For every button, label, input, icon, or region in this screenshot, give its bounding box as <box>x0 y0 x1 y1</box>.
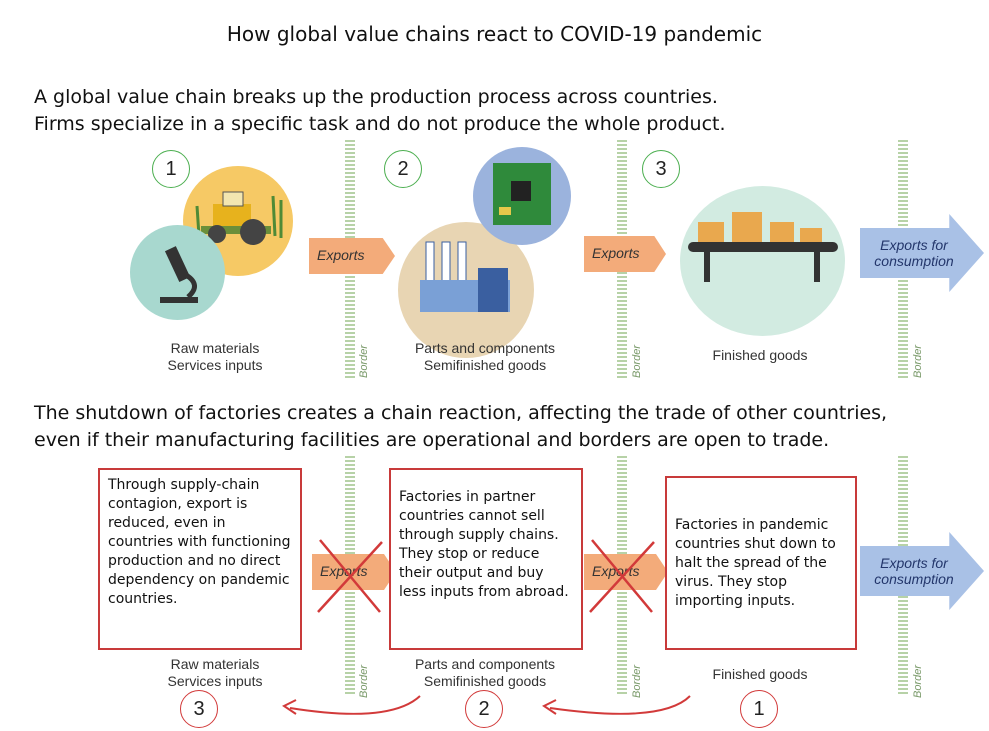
step-number-1: 1 <box>152 150 190 188</box>
services-inputs-text-bottom: Services inputs <box>167 673 263 689</box>
border-label-6: Border <box>912 664 924 698</box>
conveyor-icon <box>688 212 838 282</box>
parts-components-label-bottom: Parts and components Semifinished goods <box>390 656 580 690</box>
border-label-3: Border <box>912 344 924 378</box>
partner-countries-text-box: Factories in partner countries cannot se… <box>389 468 583 650</box>
exports-arrow-1-label: Exports <box>317 247 365 263</box>
parts-text-bottom: Parts and components <box>414 656 556 672</box>
raw-materials-label: Raw materials Services inputs <box>130 340 300 374</box>
chain-reaction-arrows <box>282 695 691 715</box>
parts-components-label: Parts and components Semifinished goods <box>390 340 580 374</box>
page-title: How global value chains react to COVID-1… <box>226 22 763 46</box>
exports-for-text-bottom: Exports for <box>880 555 948 571</box>
pandemic-countries-text-box: Factories in pandemic countries shut dow… <box>665 476 857 650</box>
shutdown-line-1: The shutdown of factories creates a chai… <box>34 402 888 424</box>
circuit-board-icon <box>493 163 551 225</box>
exports-consumption-arrow-top: Exports for consumption <box>860 214 984 292</box>
step-number-3: 3 <box>642 150 680 188</box>
exports-arrow-1: Exports <box>309 238 395 274</box>
exports-arrow-3: Exports <box>312 554 396 590</box>
raw-materials-label-bottom: Raw materials Services inputs <box>130 656 300 690</box>
microscope-illustration <box>130 225 225 320</box>
exports-consumption-bottom-label: Exports for consumption <box>870 555 958 587</box>
semifinished-text: Semifinished goods <box>423 357 547 373</box>
shutdown-line-2: even if their manufacturing facilities a… <box>34 429 830 451</box>
exports-arrow-3-label: Exports <box>320 563 368 579</box>
exports-consumption-top-label: Exports for consumption <box>870 237 958 269</box>
exports-arrow-4: Exports <box>584 554 668 590</box>
exports-for-text: Exports for <box>880 237 948 253</box>
conveyor-illustration <box>680 186 845 336</box>
exports-consumption-arrow-bottom: Exports for consumption <box>860 532 984 610</box>
microscope-icon <box>160 246 198 303</box>
finished-goods-label-bottom: Finished goods <box>712 666 808 682</box>
chain-step-number-2: 2 <box>465 690 503 728</box>
blocked-cross-1 <box>317 539 383 613</box>
intro-line-1: A global value chain breaks up the produ… <box>34 86 718 108</box>
blocked-cross-2 <box>589 539 655 613</box>
border-label-1: Border <box>358 344 370 378</box>
finished-goods-label: Finished goods <box>712 347 808 363</box>
exports-arrow-2: Exports <box>584 236 666 272</box>
raw-materials-text: Raw materials <box>170 340 260 356</box>
chain-step-number-3: 3 <box>180 690 218 728</box>
factory-icon <box>420 241 510 312</box>
consumption-text: consumption <box>874 253 954 269</box>
circuit-board-illustration <box>473 147 571 245</box>
parts-text: Parts and components <box>414 340 556 356</box>
factory-illustration <box>398 222 534 358</box>
exports-arrow-4-label: Exports <box>592 563 640 579</box>
consumption-text-bottom: consumption <box>874 571 954 587</box>
exports-arrow-2-label: Exports <box>592 245 640 261</box>
tractor-icon <box>195 191 283 245</box>
contagion-text-box: Through supply-chain contagion, export i… <box>98 468 302 650</box>
intro-line-2: Firms specialize in a specific task and … <box>34 113 726 135</box>
tractor-field-illustration <box>183 166 293 276</box>
services-inputs-text: Services inputs <box>167 357 263 373</box>
step-number-2: 2 <box>384 150 422 188</box>
semifinished-text-bottom: Semifinished goods <box>423 673 547 689</box>
raw-materials-text-bottom: Raw materials <box>170 656 260 672</box>
border-label-2: Border <box>631 344 643 378</box>
chain-step-number-1: 1 <box>740 690 778 728</box>
